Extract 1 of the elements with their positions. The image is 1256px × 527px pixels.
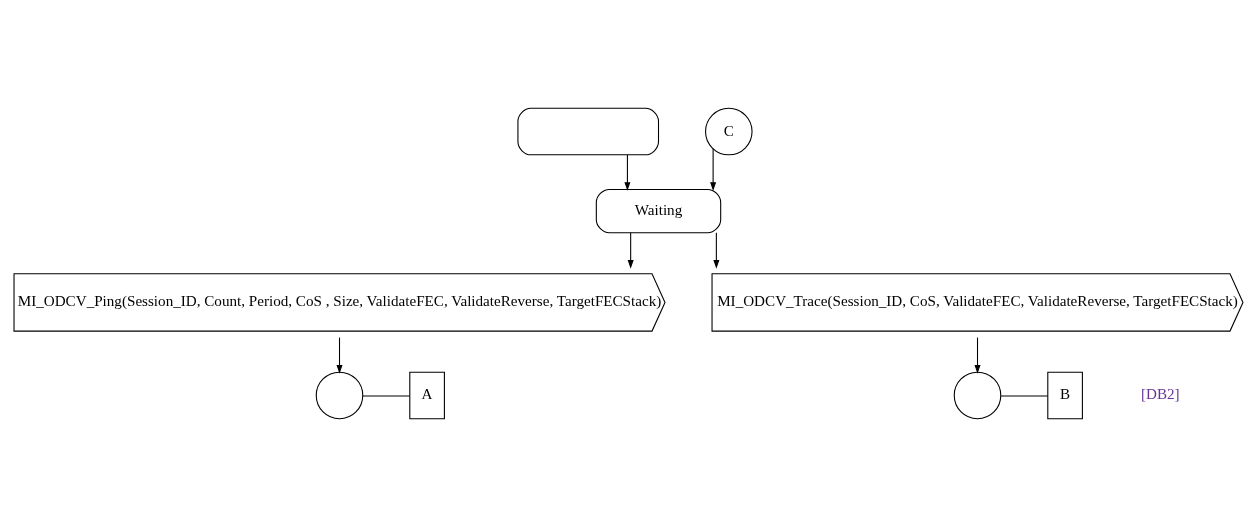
label: [DB2] xyxy=(1140,386,1180,403)
